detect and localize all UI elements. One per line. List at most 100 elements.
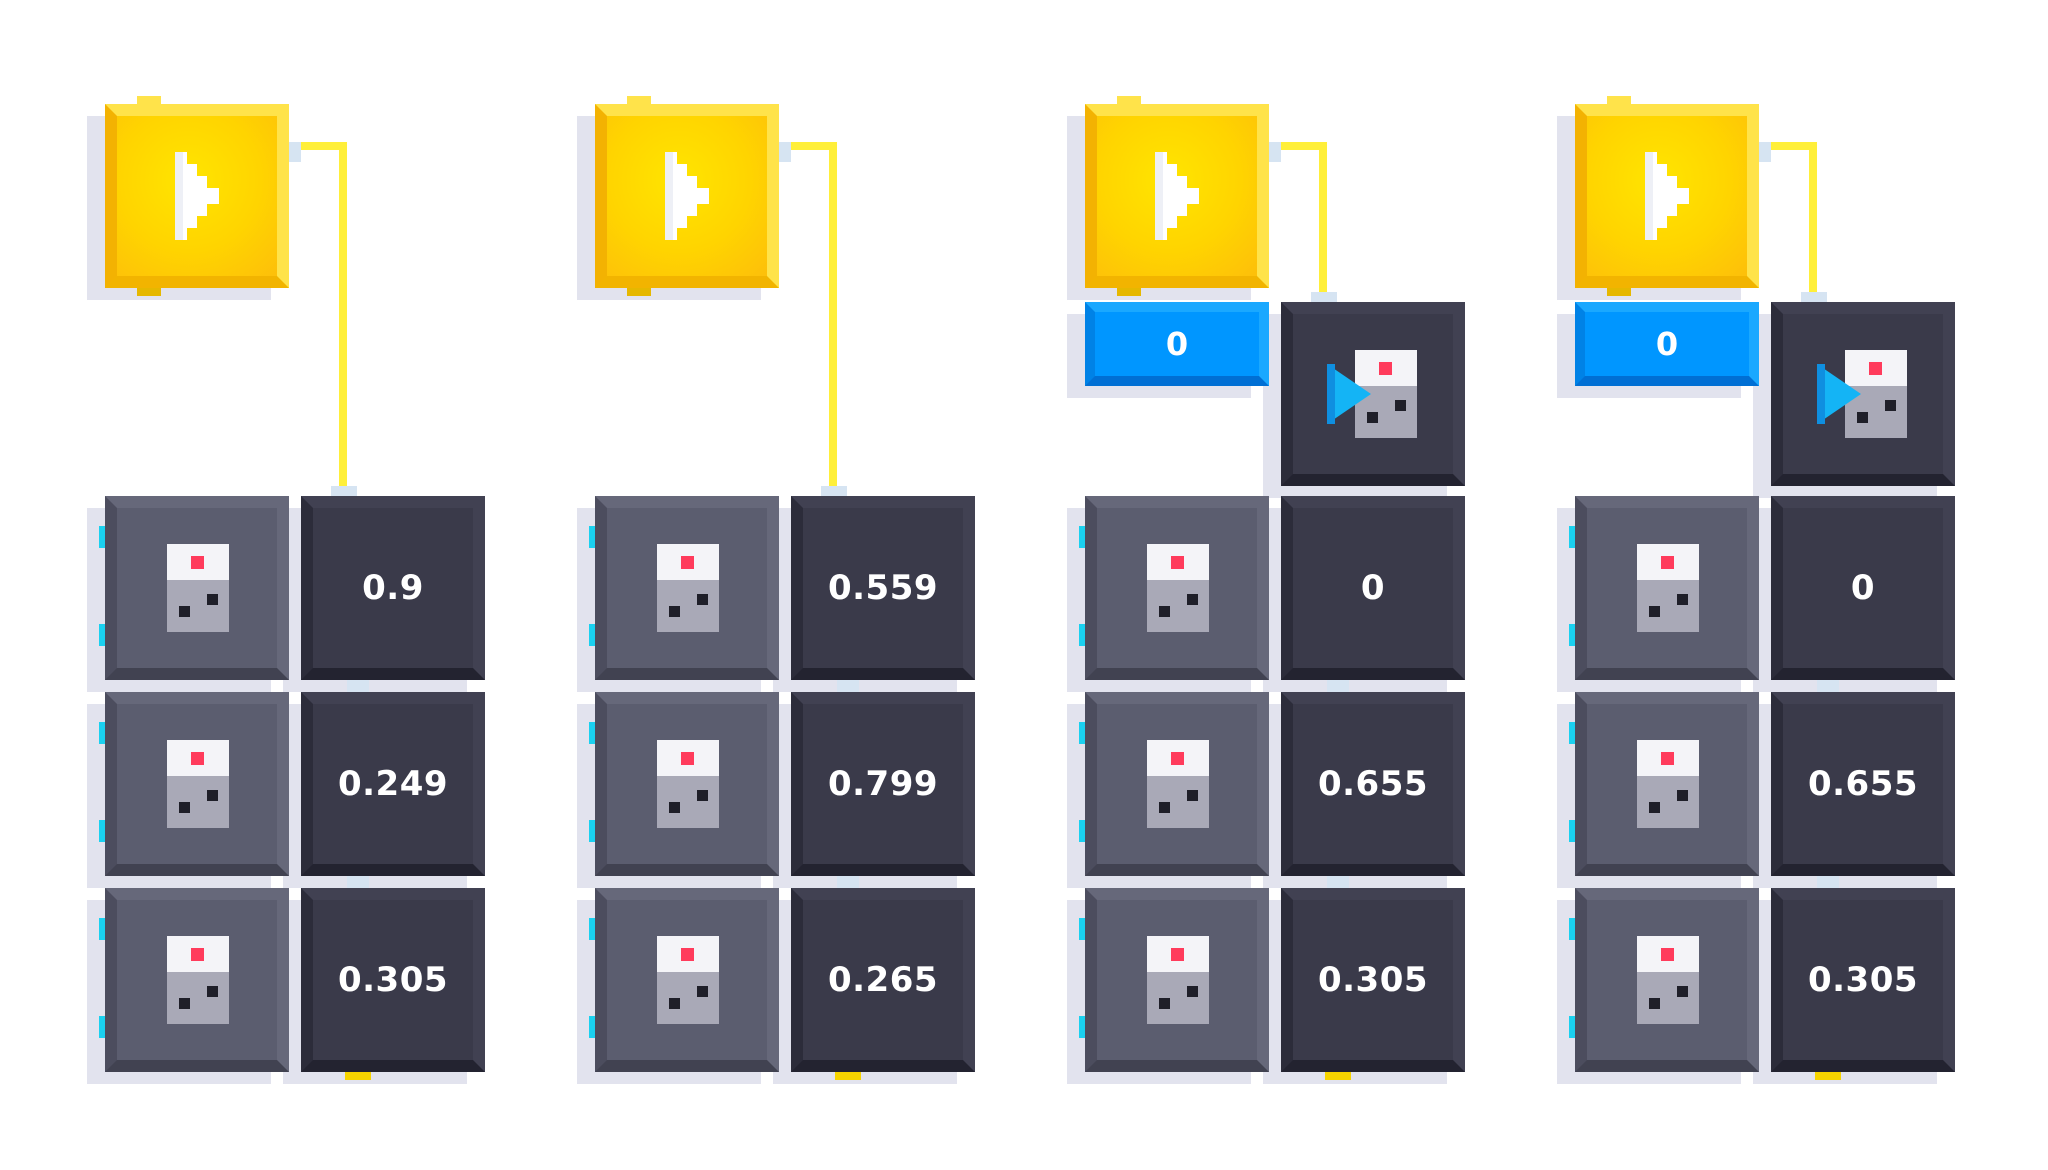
value-label: 0.265 xyxy=(827,960,939,1000)
input-port xyxy=(589,526,595,548)
play-button[interactable] xyxy=(1557,96,1771,300)
input-port xyxy=(99,624,105,646)
sensor-block-face xyxy=(1575,692,1759,876)
counter-face: 0 xyxy=(1085,302,1269,386)
value-block: 0.799 xyxy=(773,692,975,888)
value-block-face: 0.249 xyxy=(301,692,485,876)
row-connector xyxy=(1327,680,1349,692)
output-port xyxy=(1325,1072,1351,1080)
play-icon xyxy=(175,152,225,240)
value-label: 0 xyxy=(1360,568,1386,608)
counter-value: 0 xyxy=(1165,325,1189,363)
value-block-face: 0.265 xyxy=(791,888,975,1072)
sensor-block[interactable] xyxy=(1067,692,1269,888)
sensor-chip-icon xyxy=(1147,936,1209,1024)
connector-nub xyxy=(1117,96,1141,104)
connector-nub xyxy=(1117,288,1141,296)
sensor-chip-icon xyxy=(167,740,229,828)
connector-nub xyxy=(627,288,651,296)
reset-block[interactable] xyxy=(1753,302,1955,498)
play-icon xyxy=(1155,152,1205,240)
row-connector xyxy=(1817,680,1839,692)
counter-value: 0 xyxy=(1655,325,1679,363)
input-port xyxy=(1079,722,1085,744)
value-block-face: 0.655 xyxy=(1281,692,1465,876)
sensor-block[interactable] xyxy=(577,692,779,888)
value-label: 0 xyxy=(1850,568,1876,608)
signal-wire xyxy=(339,142,347,488)
counter-display: 0 xyxy=(1557,302,1759,398)
value-label: 0.655 xyxy=(1807,764,1919,804)
sensor-chip-icon xyxy=(167,936,229,1024)
sensor-block[interactable] xyxy=(577,888,779,1084)
value-block: 0.655 xyxy=(1263,692,1465,888)
value-label: 0.655 xyxy=(1317,764,1429,804)
reset-chip-icon xyxy=(1327,350,1417,442)
sensor-block[interactable] xyxy=(87,888,289,1084)
value-block: 0.9 xyxy=(283,496,485,692)
sensor-block[interactable] xyxy=(87,692,289,888)
sensor-chip-icon xyxy=(657,740,719,828)
input-port xyxy=(1311,292,1337,302)
connector-nub xyxy=(1607,288,1631,296)
output-port xyxy=(1815,1072,1841,1080)
value-label: 0.249 xyxy=(337,764,449,804)
sensor-block[interactable] xyxy=(577,496,779,692)
play-button[interactable] xyxy=(1067,96,1281,300)
sensor-block[interactable] xyxy=(1557,496,1759,692)
signal-wire xyxy=(1319,142,1327,294)
input-port xyxy=(1569,722,1575,744)
value-label: 0.305 xyxy=(337,960,449,1000)
input-port xyxy=(589,820,595,842)
sensor-block-face xyxy=(595,692,779,876)
play-button[interactable] xyxy=(577,96,791,300)
sensor-chip-icon xyxy=(657,544,719,632)
signal-wire xyxy=(301,142,347,150)
sensor-chip-icon xyxy=(167,544,229,632)
sensor-block[interactable] xyxy=(1067,888,1269,1084)
sensor-block-face xyxy=(1085,496,1269,680)
input-port xyxy=(821,486,847,496)
play-icon xyxy=(1645,152,1695,240)
row-connector xyxy=(1817,876,1839,888)
output-port xyxy=(1269,142,1281,162)
value-block-face: 0 xyxy=(1281,496,1465,680)
value-block: 0.559 xyxy=(773,496,975,692)
input-port xyxy=(1569,918,1575,940)
sensor-block[interactable] xyxy=(87,496,289,692)
input-port xyxy=(1569,526,1575,548)
reset-block[interactable] xyxy=(1263,302,1465,498)
input-port xyxy=(99,1016,105,1038)
input-port xyxy=(1569,820,1575,842)
counter-face: 0 xyxy=(1575,302,1759,386)
connector-nub xyxy=(1607,96,1631,104)
sensor-block-face xyxy=(105,888,289,1072)
input-port xyxy=(1569,1016,1575,1038)
play-button[interactable] xyxy=(87,96,301,300)
value-block: 0 xyxy=(1753,496,1955,692)
value-block: 0.305 xyxy=(283,888,485,1084)
sensor-block[interactable] xyxy=(1067,496,1269,692)
play-block-face xyxy=(1575,104,1759,288)
value-block: 0.305 xyxy=(1753,888,1955,1084)
sensor-block-face xyxy=(1575,496,1759,680)
value-block: 0.249 xyxy=(283,692,485,888)
sensor-block[interactable] xyxy=(1557,888,1759,1084)
value-block: 0.655 xyxy=(1753,692,1955,888)
counter-display: 0 xyxy=(1067,302,1269,398)
sensor-chip-icon xyxy=(1637,740,1699,828)
sensor-block-face xyxy=(595,496,779,680)
output-port xyxy=(779,142,791,162)
row-connector xyxy=(347,876,369,888)
connector-nub xyxy=(627,96,651,104)
value-block-face: 0 xyxy=(1771,496,1955,680)
input-port xyxy=(1079,820,1085,842)
row-connector xyxy=(347,680,369,692)
sensor-chip-icon xyxy=(1147,740,1209,828)
input-port xyxy=(331,486,357,496)
output-port xyxy=(1759,142,1771,162)
play-icon xyxy=(665,152,715,240)
sensor-block[interactable] xyxy=(1557,692,1759,888)
value-block-face: 0.305 xyxy=(1281,888,1465,1072)
